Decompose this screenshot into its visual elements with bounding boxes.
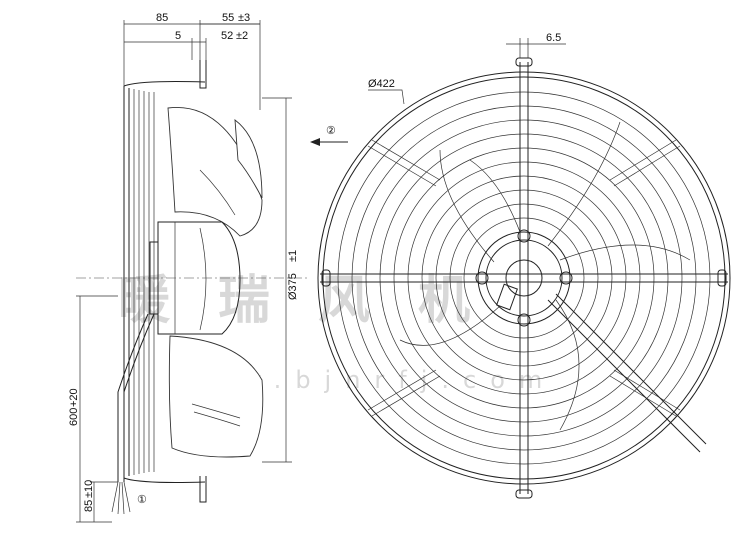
front-view: Ø422 6.5 ② bbox=[310, 32, 731, 499]
rotation-callout: ② bbox=[310, 125, 348, 146]
callout-1: ① bbox=[137, 494, 147, 506]
dim-rod-width: 6.5 bbox=[546, 32, 561, 44]
dim-strip-length: 85 bbox=[83, 500, 95, 512]
top-dimensions: 85 55 ±3 5 52 ±2 bbox=[123, 12, 261, 110]
diameter-dimension: Ø375 ±1 bbox=[262, 97, 299, 463]
mounting-bracket bbox=[199, 60, 207, 503]
callout-2: ② bbox=[326, 125, 336, 137]
dim-bracket-depth: 52 bbox=[221, 30, 233, 42]
rod-width-dimension: 6.5 bbox=[506, 32, 566, 58]
dim-guard-depth: 55 bbox=[222, 12, 234, 24]
front-hub bbox=[475, 229, 573, 327]
dim-guard-depth-tol: ±3 bbox=[238, 12, 250, 24]
dim-diameter-tol: ±1 bbox=[287, 250, 299, 262]
guard-fins bbox=[123, 81, 206, 483]
guard-cross-bars bbox=[320, 57, 728, 499]
dim-bracket-depth-tol: ±2 bbox=[236, 30, 248, 42]
dim-strip-length-tol: ±10 bbox=[83, 480, 95, 498]
cable bbox=[111, 313, 155, 515]
lower-blade bbox=[168, 335, 264, 458]
upper-blade bbox=[167, 106, 263, 237]
watermark-main: 暖瑞风机 bbox=[118, 271, 518, 331]
front-cable bbox=[547, 299, 701, 453]
cable-dimensions: 600 +20 85 ±10 bbox=[68, 295, 118, 523]
hub bbox=[149, 221, 241, 335]
dim-offset: 5 bbox=[175, 30, 181, 42]
dim-cable-length-tol: +20 bbox=[68, 388, 80, 407]
dim-cable-length: 600 bbox=[68, 408, 80, 426]
front-blades bbox=[399, 121, 691, 431]
dim-overall-depth: 85 bbox=[156, 12, 168, 24]
side-view: 85 55 ±3 5 52 ±2 Ø375 ±1 600 +20 85 ±10 … bbox=[68, 12, 310, 523]
dim-guard-diameter: Ø422 bbox=[368, 78, 395, 90]
dim-diameter: Ø375 bbox=[287, 273, 299, 300]
guard-diameter-label: Ø422 bbox=[368, 78, 405, 105]
